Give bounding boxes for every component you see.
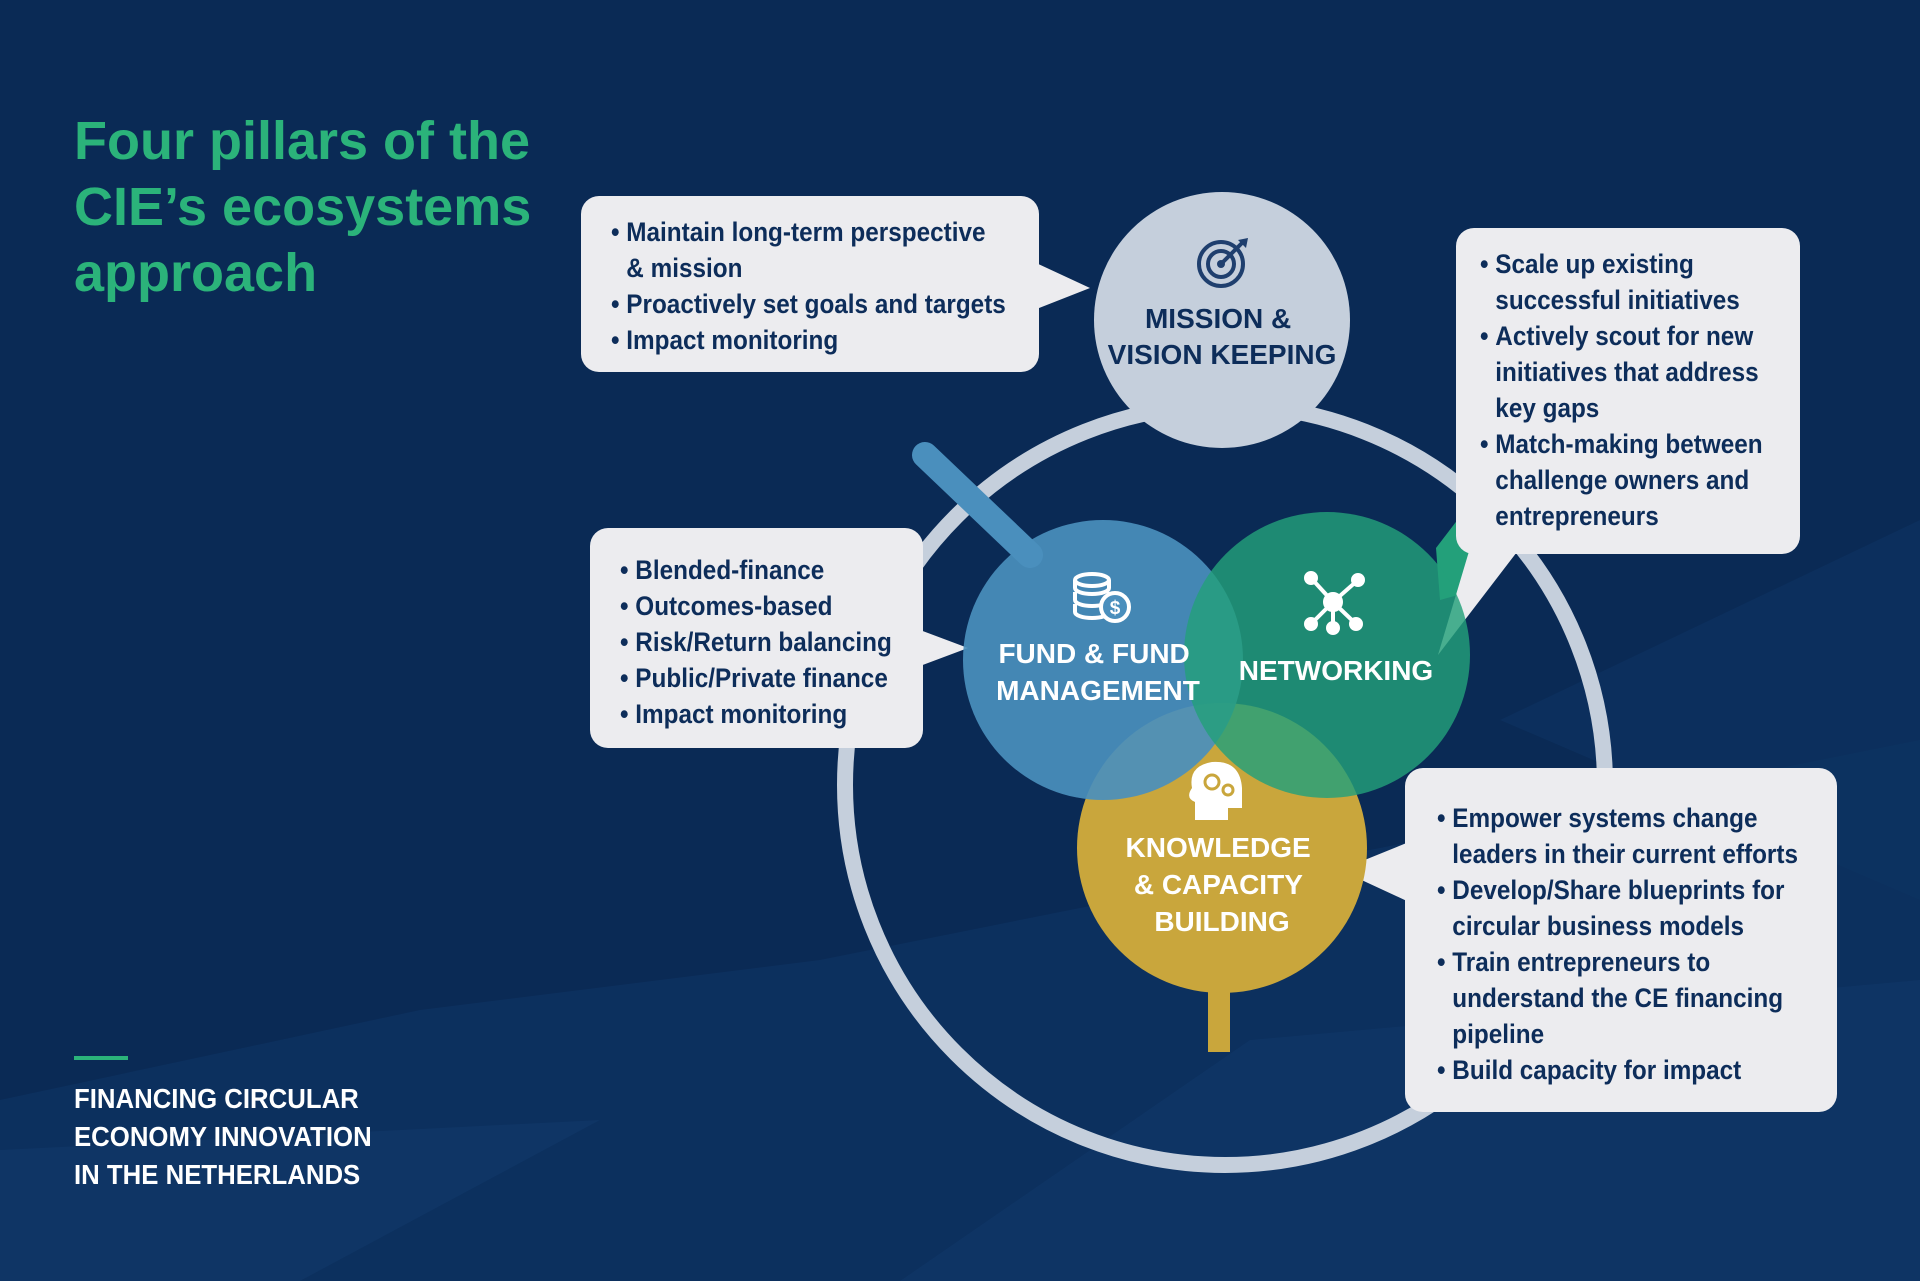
fund-label: FUND & FUND MANAGEMENT	[996, 638, 1200, 706]
knowledge-label: KNOWLEDGE & CAPACITY BUILDING	[1126, 832, 1319, 937]
knowledge-bullet: Build capacity for impact	[1437, 1052, 1797, 1088]
svg-text:$: $	[1110, 598, 1121, 619]
mission-bullet: Impact monitoring	[611, 322, 996, 358]
fund-bubble: Blended-finance Outcomes-based Risk/Retu…	[590, 528, 923, 748]
mission-circle	[1094, 192, 1350, 448]
report-title: FINANCING CIRCULAR ECONOMY INNOVATION IN…	[74, 1083, 372, 1190]
fund-spoke	[912, 442, 1043, 568]
page-title: Four pillars of the CIE’s ecosystems app…	[74, 111, 532, 303]
fund-bullet: Risk/Return balancing	[620, 624, 893, 660]
fund-bullet: Outcomes-based	[620, 588, 893, 624]
target-icon	[1197, 238, 1248, 288]
fund-bullet: Impact monitoring	[620, 696, 893, 732]
fund-bubble-pointer	[920, 630, 968, 666]
knowledge-bubble-pointer	[1340, 842, 1409, 902]
networking-circle	[1184, 512, 1470, 798]
mission-bullet: Maintain long-term perspective& mission	[611, 214, 996, 286]
coins-icon: $	[1073, 572, 1131, 623]
mission-bubble: Maintain long-term perspective& mission …	[581, 196, 1039, 372]
networking-label: NETWORKING	[1239, 655, 1433, 686]
network-icon	[1304, 571, 1365, 635]
brain-gears-icon	[1189, 761, 1242, 820]
mission-bubble-pointer	[1034, 262, 1090, 310]
fund-bullet: Blended-finance	[620, 552, 893, 588]
accent-rule	[74, 1056, 128, 1060]
knowledge-spoke	[1208, 985, 1230, 1052]
mission-label: MISSION & VISION KEEPING	[1108, 303, 1337, 370]
mission-bullet: Proactively set goals and targets	[611, 286, 1006, 322]
fund-circle	[963, 520, 1243, 800]
fund-bullet: Public/Private finance	[620, 660, 893, 696]
